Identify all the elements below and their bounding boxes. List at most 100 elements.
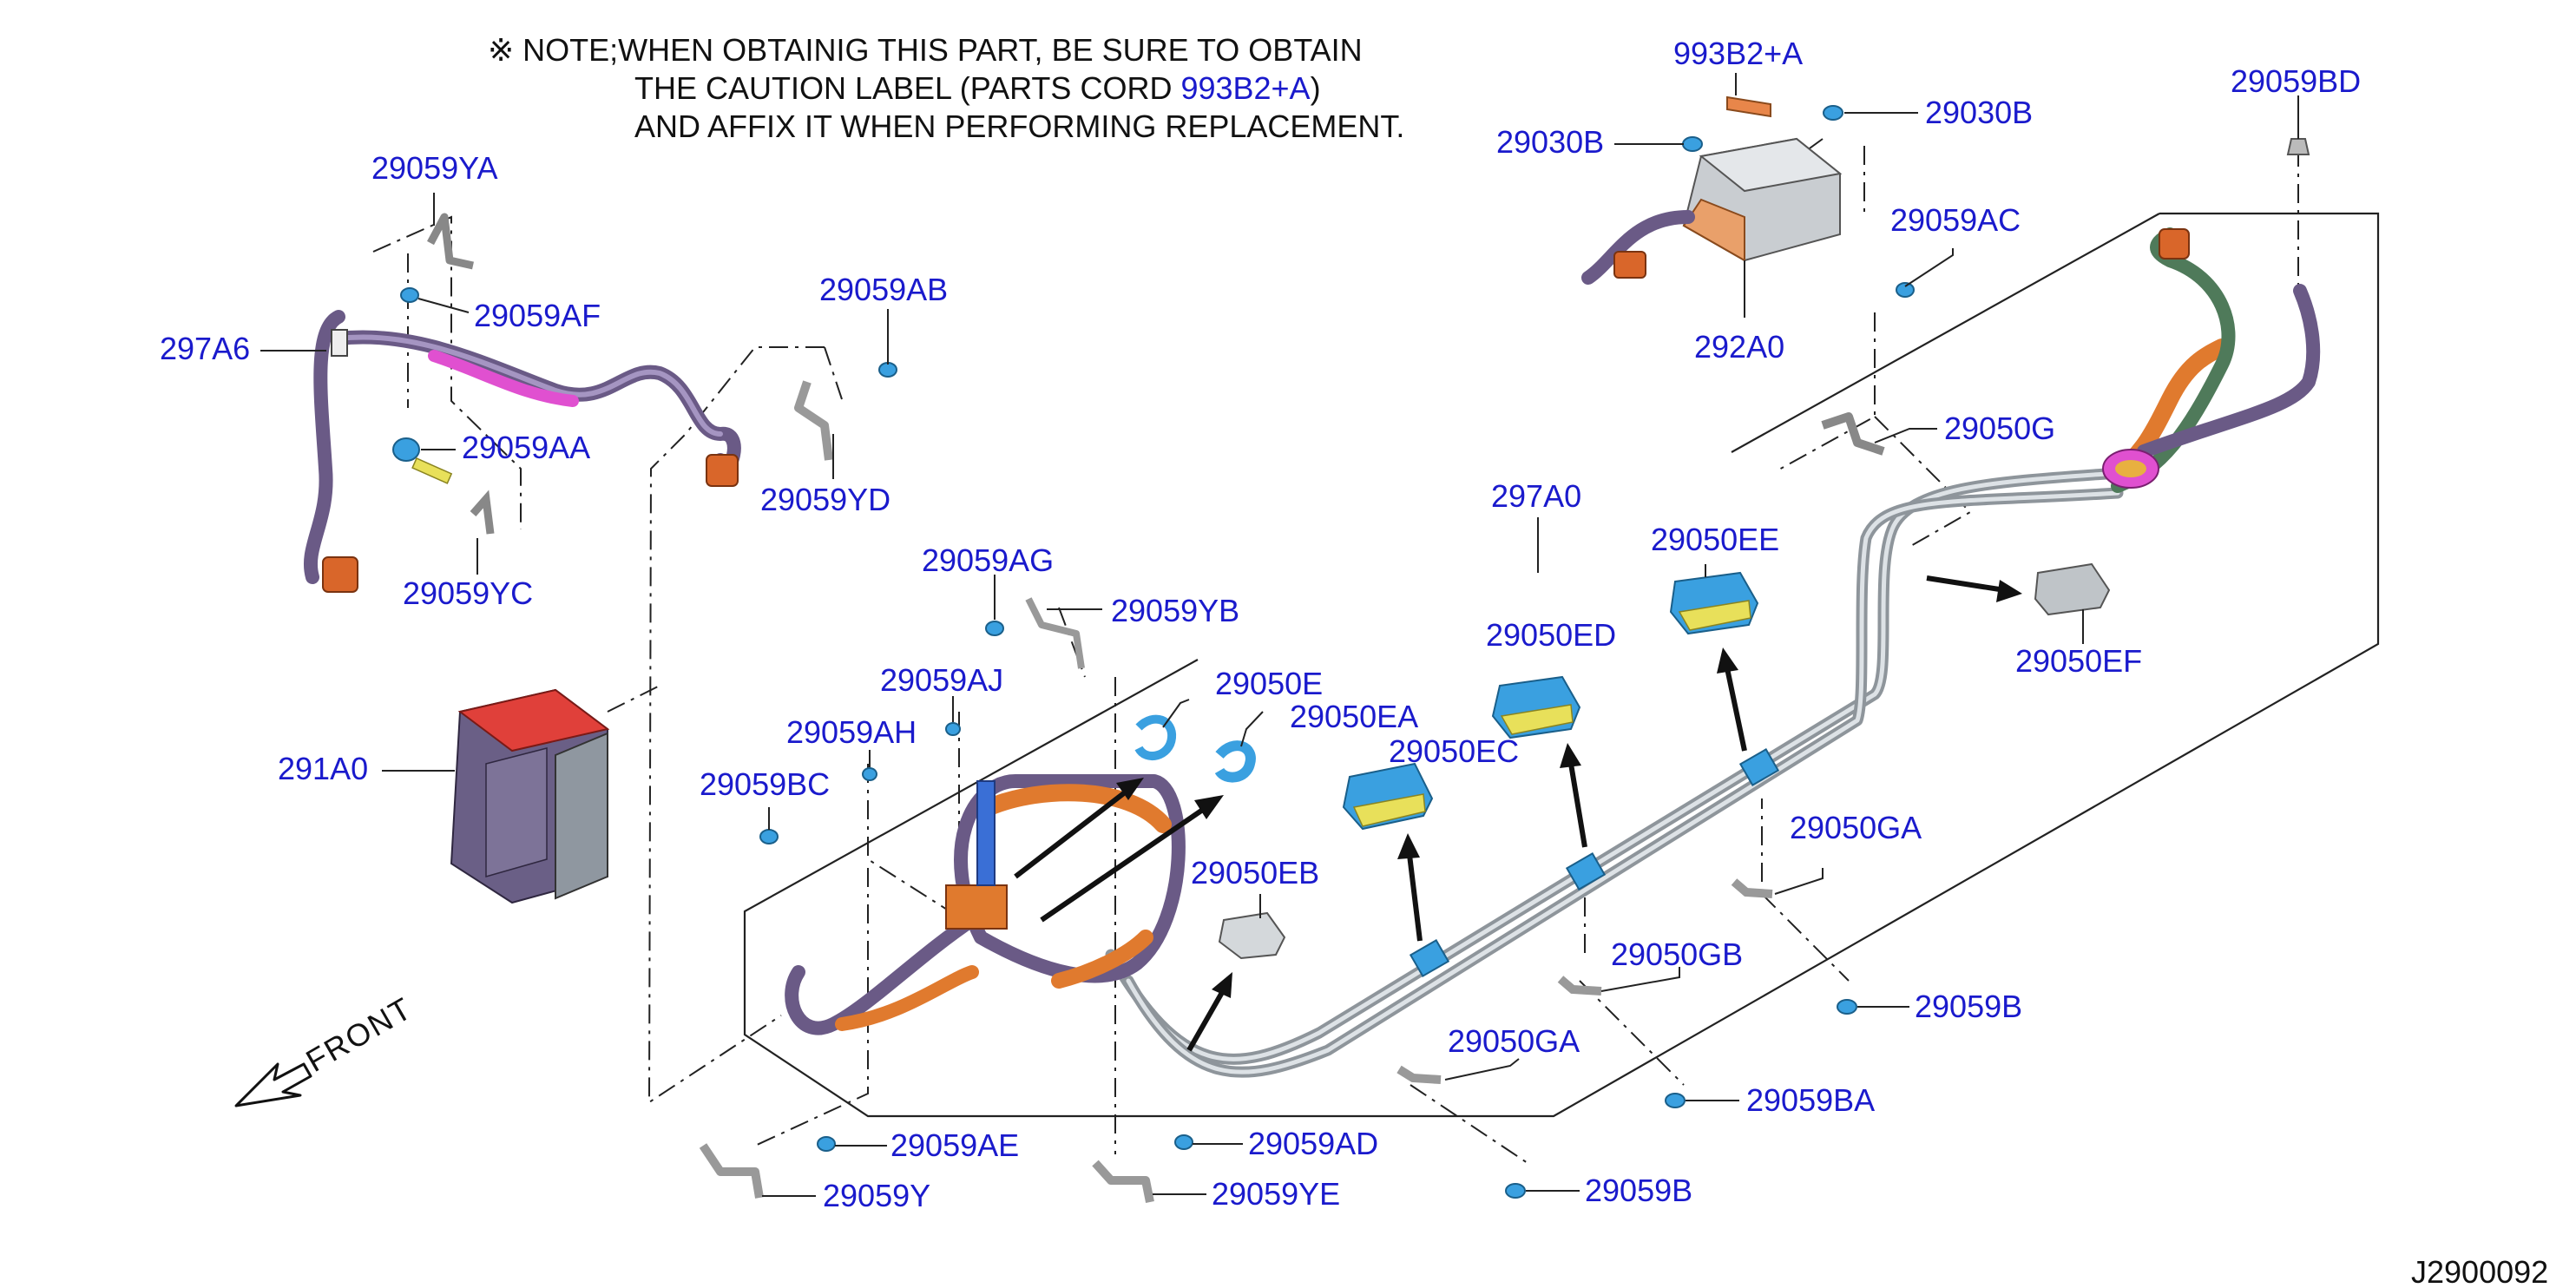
bracket-29050GA-right[interactable] xyxy=(1731,878,1773,898)
bolt-29059AA[interactable] xyxy=(392,437,453,484)
label-29050GA-right[interactable]: 29050GA xyxy=(1790,810,1922,845)
label-29059AC[interactable]: 29059AC xyxy=(1890,202,2021,238)
label-29050GB[interactable]: 29050GB xyxy=(1611,936,1743,972)
diagram-id: J2900092 xyxy=(2411,1254,2548,1288)
note-line-3: AND AFFIX IT WHEN PERFORMING REPLACEMENT… xyxy=(634,108,1404,144)
note-line-2-prefix: THE CAUTION LABEL (PARTS CORD xyxy=(634,70,1180,106)
label-29050EF[interactable]: 29050EF xyxy=(2015,643,2142,679)
label-297A6[interactable]: 297A6 xyxy=(160,331,250,366)
bolt-29059AB[interactable] xyxy=(878,362,897,378)
label-29059AJ[interactable]: 29059AJ xyxy=(880,662,1003,698)
label-29059B-right[interactable]: 29059B xyxy=(1915,989,2022,1024)
bracket-29059YA[interactable] xyxy=(427,213,474,270)
label-29050EB[interactable]: 29050EB xyxy=(1191,855,1319,890)
bolt-29059AD[interactable] xyxy=(1174,1134,1193,1150)
harness-297A6-connector-lower xyxy=(322,556,358,593)
front-direction-indicator: FRONT xyxy=(234,989,419,1107)
protector-29050EC[interactable] xyxy=(1342,762,1434,831)
clamps-on-pipe xyxy=(1409,748,1780,977)
label-993B2A[interactable]: 993B2+A xyxy=(1673,36,1803,71)
note-line-2-suffix: ) xyxy=(1311,70,1321,106)
bolt-29059AF[interactable] xyxy=(400,287,419,303)
label-291A0[interactable]: 291A0 xyxy=(278,751,368,786)
main-pipe-assembly-297A0[interactable] xyxy=(1105,467,2124,1078)
charger-unit-292A0[interactable] xyxy=(1581,137,1843,285)
nut-29059BA[interactable] xyxy=(1665,1093,1686,1108)
label-29059BA[interactable]: 29059BA xyxy=(1746,1082,1875,1118)
protector-29050EF[interactable] xyxy=(2034,562,2111,616)
bracket-29050GB[interactable] xyxy=(1557,976,1602,996)
part-labels: 993B2+A 29030B 29030B 292A0 29059BD 2905… xyxy=(160,36,2361,1213)
nut-29059B-right[interactable] xyxy=(1837,999,1857,1015)
label-29050GA-left[interactable]: 29050GA xyxy=(1448,1023,1580,1059)
clip-29050EA[interactable] xyxy=(1214,740,1256,783)
nut-29030B-left[interactable] xyxy=(1682,136,1703,152)
bracket-29059YB[interactable] xyxy=(1025,597,1085,669)
label-29059B-bottom[interactable]: 29059B xyxy=(1585,1173,1692,1208)
label-29030B-left[interactable]: 29030B xyxy=(1496,124,1604,160)
label-29050ED[interactable]: 29050ED xyxy=(1486,617,1616,653)
harness-297A6-connector-right xyxy=(706,454,739,487)
caution-note: ※ NOTE;WHEN OBTAINIG THIS PART, BE SURE … xyxy=(488,32,1404,144)
harness-front-loop[interactable] xyxy=(785,774,1186,1035)
bolt-29059AE[interactable] xyxy=(817,1136,836,1152)
label-29059YA[interactable]: 29059YA xyxy=(371,150,497,186)
charger-connector xyxy=(1613,251,1646,279)
label-29059YE[interactable]: 29059YE xyxy=(1212,1176,1340,1212)
label-29050E[interactable]: 29050E xyxy=(1215,666,1323,701)
label-29059AF[interactable]: 29059AF xyxy=(474,298,601,333)
nut-29059BC[interactable] xyxy=(759,829,779,844)
label-29059AG[interactable]: 29059AG xyxy=(922,542,1054,578)
label-29059BC[interactable]: 29059BC xyxy=(700,766,830,802)
label-29059YC[interactable]: 29059YC xyxy=(403,575,533,611)
inverter-unit-291A0[interactable] xyxy=(450,688,610,904)
label-29059AE[interactable]: 29059AE xyxy=(890,1127,1019,1163)
label-29050EA[interactable]: 29050EA xyxy=(1290,699,1418,734)
bracket-29050GA-left[interactable] xyxy=(1396,1065,1442,1084)
protector-29050EB[interactable] xyxy=(1218,911,1286,960)
label-29050EC[interactable]: 29050EC xyxy=(1389,733,1519,769)
harness-297A6[interactable] xyxy=(303,310,741,593)
assembly-frame xyxy=(743,212,2380,1118)
note-line-2: THE CAUTION LABEL (PARTS CORD 993B2+A) xyxy=(634,70,1321,106)
note-line-1: ※ NOTE;WHEN OBTAINIG THIS PART, BE SURE … xyxy=(488,32,1363,68)
label-29030B-right[interactable]: 29030B xyxy=(1925,95,2033,130)
nut-29030B-right[interactable] xyxy=(1823,105,1843,121)
alignment-lines xyxy=(372,138,2299,1164)
protector-29050ED[interactable] xyxy=(1491,675,1581,739)
label-29050G[interactable]: 29050G xyxy=(1944,411,2055,446)
label-29059BD[interactable]: 29059BD xyxy=(2231,63,2361,99)
label-29059AH[interactable]: 29059AH xyxy=(786,714,917,750)
label-29059Y[interactable]: 29059Y xyxy=(823,1178,930,1213)
bracket-29059YC[interactable] xyxy=(470,490,495,535)
label-29059AA[interactable]: 29059AA xyxy=(462,430,590,465)
bracket-29059Y[interactable] xyxy=(699,1143,764,1199)
caution-label-sticker-993B2A[interactable] xyxy=(1726,95,1771,118)
clip-29059BD[interactable] xyxy=(2286,138,2310,155)
label-29059YD[interactable]: 29059YD xyxy=(760,482,890,517)
label-29059AD[interactable]: 29059AD xyxy=(1248,1126,1378,1161)
protector-29050EE[interactable] xyxy=(1669,571,1759,635)
bolt-29059AG[interactable] xyxy=(985,621,1004,636)
front-label: FRONT xyxy=(300,989,419,1078)
leader-lines xyxy=(260,73,2299,1197)
front-arrow-icon xyxy=(234,1062,312,1107)
nut-29059B-bottom[interactable] xyxy=(1505,1183,1526,1199)
bolt-29059AC[interactable] xyxy=(1896,282,1915,298)
clip-29050E[interactable] xyxy=(1134,714,1177,760)
bolt-29059AJ[interactable] xyxy=(945,722,961,736)
bracket-29059YE[interactable] xyxy=(1092,1160,1154,1203)
label-297A0[interactable]: 297A0 xyxy=(1491,478,1581,514)
note-caution-label-code[interactable]: 993B2+A xyxy=(1180,70,1310,106)
label-29059YB[interactable]: 29059YB xyxy=(1111,593,1239,628)
label-292A0[interactable]: 292A0 xyxy=(1694,329,1784,365)
bracket-29059YD[interactable] xyxy=(794,380,833,461)
bracket-29050G[interactable] xyxy=(1821,412,1885,456)
bolt-29059AH[interactable] xyxy=(862,767,877,781)
label-29050EE[interactable]: 29050EE xyxy=(1651,522,1779,557)
harness-junction-block xyxy=(945,884,1008,930)
label-29059AB[interactable]: 29059AB xyxy=(819,272,948,307)
install-arrows xyxy=(1014,575,2022,1052)
harness-rear-297A0[interactable] xyxy=(2102,227,2321,493)
